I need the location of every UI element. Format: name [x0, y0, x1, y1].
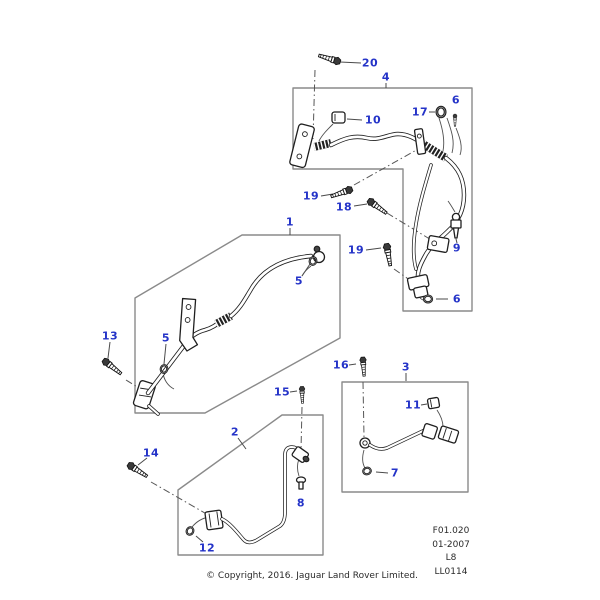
pipe-assembly-3 [359, 396, 460, 477]
curved-leaders [162, 117, 462, 528]
group-box-2 [177, 414, 324, 556]
part-callout-5[interactable]: 5 [294, 274, 304, 288]
screw-icon [452, 113, 458, 127]
part-callout-6[interactable]: 6 [452, 292, 462, 306]
grommet-icon [435, 105, 447, 119]
part-callout-2[interactable]: 2 [230, 425, 240, 439]
centerlines [125, 69, 434, 517]
part-callout-11[interactable]: 11 [404, 398, 422, 412]
part-callout-17[interactable]: 17 [411, 105, 429, 119]
o-ring-icon [422, 294, 434, 304]
bolt-icon [298, 386, 306, 404]
o-ring-icon [184, 525, 196, 537]
plate-line: 01-2007 [432, 539, 470, 550]
part-callout-12[interactable]: 12 [198, 541, 216, 555]
part-callout-16[interactable]: 16 [332, 358, 350, 372]
leader-lines [107, 61, 458, 543]
part-callout-9[interactable]: 9 [452, 241, 462, 255]
part-callout-5[interactable]: 5 [161, 331, 171, 345]
part-callout-4[interactable]: 4 [381, 70, 391, 84]
bolt-icon [359, 356, 368, 377]
part-callout-19[interactable]: 19 [302, 189, 320, 203]
bolt-icon [100, 356, 124, 378]
pipe-assembly-2 [184, 445, 310, 545]
hose-assembly-1 [132, 245, 326, 416]
valve-icon [295, 476, 307, 490]
bolt-icon [329, 184, 354, 201]
bolt-icon [317, 51, 342, 67]
part-callout-6[interactable]: 6 [451, 93, 461, 107]
bolt-icon [382, 242, 395, 267]
part-callout-10[interactable]: 10 [364, 113, 382, 127]
copyright: © Copyright, 2016. Jaguar Land Rover Lim… [206, 571, 418, 581]
group-box-4 [292, 87, 473, 312]
clip-icon [331, 111, 346, 124]
part-callout-18[interactable]: 18 [335, 200, 353, 214]
part-callout-20[interactable]: 20 [361, 56, 379, 70]
sensor-icon [450, 212, 462, 239]
bolt-icon [365, 196, 390, 217]
part-callout-13[interactable]: 13 [101, 329, 119, 343]
part-callout-19[interactable]: 19 [347, 243, 365, 257]
group-box-3 [341, 381, 469, 493]
part-callout-1[interactable]: 1 [285, 215, 295, 229]
plate-line: F01.020 [432, 526, 470, 536]
part-callout-14[interactable]: 14 [142, 446, 160, 460]
part-callout-7[interactable]: 7 [390, 466, 400, 480]
part-callout-3[interactable]: 3 [401, 360, 411, 374]
part-callout-8[interactable]: 8 [296, 496, 306, 510]
hose-assembly-4 [289, 105, 467, 304]
bolt-icon [125, 460, 150, 480]
plate-line: L8 [445, 553, 457, 563]
plate-line: LL0114 [434, 566, 468, 577]
cap-icon [426, 396, 441, 410]
o-ring-icon [361, 465, 373, 477]
part-callout-15[interactable]: 15 [273, 385, 291, 399]
group-box-1 [134, 234, 341, 414]
